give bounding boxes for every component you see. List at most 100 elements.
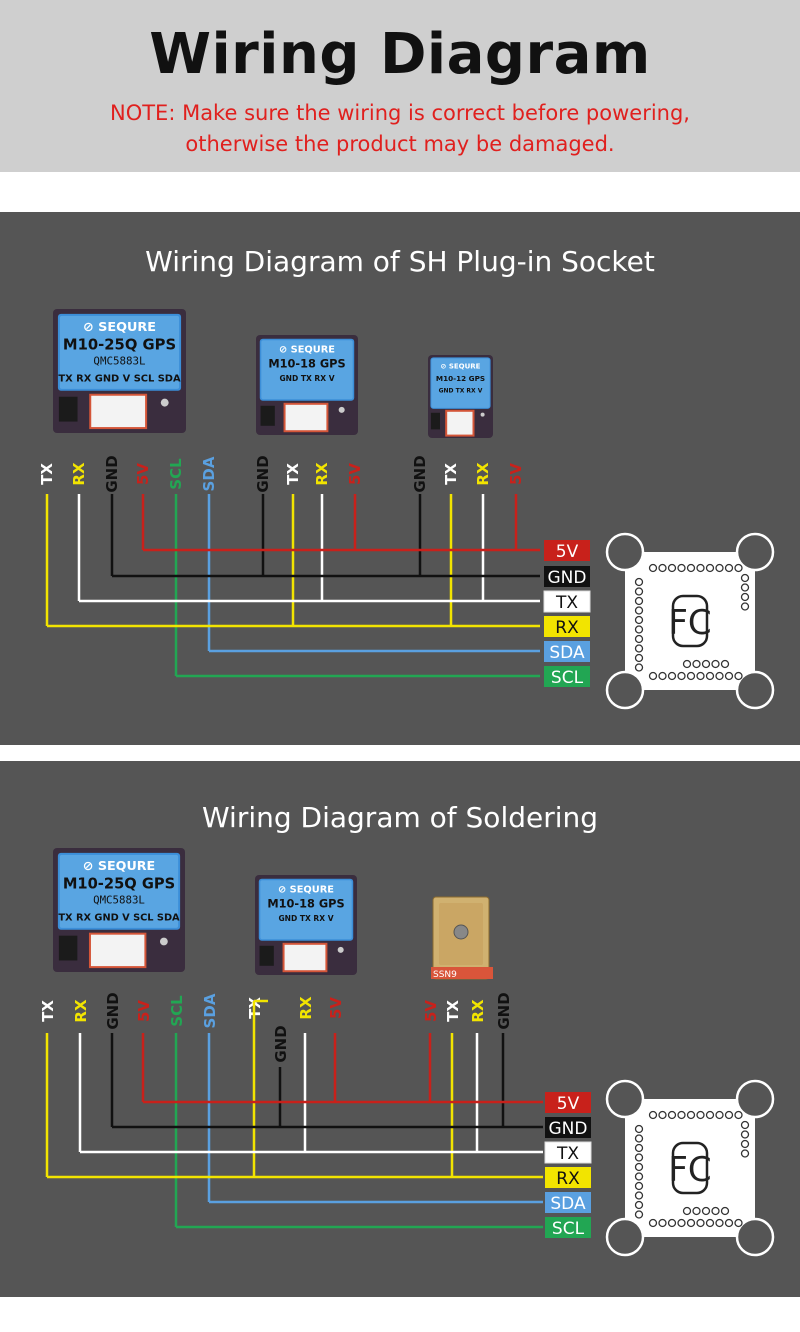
fc-pad	[740, 1139, 750, 1149]
fc-pad	[648, 1110, 658, 1120]
fc-pad	[634, 1181, 644, 1191]
gps-pin-text: TX RX GND V SCL SDA	[58, 913, 180, 924]
fc-pad	[677, 671, 686, 681]
fc-label-box	[671, 1141, 709, 1195]
fc-pad	[634, 1172, 644, 1181]
gps-label-shine	[261, 340, 353, 400]
gps-brand-text: ⊘ SEQURE	[279, 344, 335, 355]
fc-mount-hole-4	[735, 1217, 775, 1257]
panel1-bus-label-scl: SCL	[544, 666, 590, 688]
gps-module-label	[258, 878, 354, 941]
panel2-wire-label-9: 5V	[327, 997, 345, 1019]
warning-note-line-1: NOTE: Make sure the wiring is correct be…	[109, 101, 690, 125]
fc-mount-hole-2	[735, 532, 775, 572]
bus-label-bg	[545, 1217, 591, 1238]
bus-label-text: GND	[549, 1119, 588, 1139]
fc-mount-hole-1	[605, 532, 645, 572]
fc-pad	[740, 1130, 750, 1139]
bus-label-text: 5V	[557, 1094, 580, 1114]
fc-pad	[667, 1218, 677, 1228]
bus-label-text: SDA	[549, 643, 585, 663]
panel2-wire-label-8: RX	[297, 996, 315, 1020]
socket-wiring-panel: Wiring Diagram of SH Plug-in Socket ⊘ SE…	[0, 212, 800, 745]
panel1-bus-label-sda: SDA	[544, 641, 590, 663]
fc-pad	[740, 1149, 750, 1158]
bus-label-text: RX	[555, 618, 579, 638]
panel1-wire-label-7: GND	[254, 455, 272, 492]
fc-pad	[724, 1110, 734, 1120]
fc-label: FC	[668, 1150, 711, 1190]
fc-pad	[634, 615, 644, 625]
panel2-wire-label-10: GND	[272, 1025, 290, 1062]
gps-led	[159, 937, 168, 946]
bus-label-text: GND	[548, 568, 587, 588]
gps-module-label	[57, 313, 182, 391]
gps-led	[480, 412, 485, 417]
patch-solder-pads	[431, 967, 493, 979]
gps-model-text: M10-25Q GPS	[63, 336, 176, 353]
fc-pad	[667, 1110, 677, 1120]
fc-pad	[740, 602, 750, 611]
bus-label-bg	[544, 666, 590, 687]
panel2-bus-label-rx: RX	[545, 1167, 591, 1189]
panel2-wire-label-4: 5V	[135, 1000, 153, 1022]
fc-pad	[634, 1162, 644, 1172]
fc-pad	[740, 583, 750, 592]
fc-pad	[734, 1110, 743, 1120]
gps-pin-text: TX RX GND V SCL SDA	[58, 374, 181, 385]
fc-pad	[634, 596, 644, 606]
gps-connector	[282, 942, 328, 973]
fc-pad	[715, 563, 724, 573]
fc-pad	[686, 1110, 696, 1120]
fc-pad	[648, 1218, 658, 1228]
soldering-panel-title: Wiring Diagram of Soldering	[201, 801, 599, 834]
fc-label: FC	[668, 603, 711, 643]
bus-label-bg	[544, 1141, 592, 1164]
fc-pad	[705, 671, 715, 681]
fc-pad	[692, 1206, 701, 1216]
warning-note: NOTE: Make sure the wiring is correct be…	[0, 98, 800, 160]
panel2-wire-label-12: TX	[444, 1000, 462, 1022]
panel2-bus-label-gnd: GND	[545, 1117, 591, 1139]
fc-pad	[734, 563, 743, 573]
gps-pin-text: GND TX RX V	[439, 387, 483, 394]
fc-pad	[734, 671, 743, 681]
fc-pad	[705, 1110, 715, 1120]
fc-pad	[682, 659, 692, 669]
fc-pad	[734, 1218, 743, 1228]
panel1-wire-label-11: GND	[411, 455, 429, 492]
gps-brand-text: ⊘ SEQURE	[278, 884, 334, 895]
fc-pad	[677, 1218, 686, 1228]
fc-pad	[634, 634, 644, 644]
gps-led	[160, 398, 169, 407]
bus-label-text: SCL	[552, 1219, 585, 1239]
gps-chip	[259, 945, 274, 966]
panel2-bus-label-tx: TX	[544, 1141, 592, 1164]
panel1-bus-label-5v: 5V	[544, 540, 590, 562]
fc-pad	[740, 573, 750, 583]
fc-pad	[720, 659, 730, 669]
fc-pad	[667, 563, 677, 573]
panel1-wire-label-1: TX	[38, 463, 56, 485]
gps-brand-text: ⊘ SEQURE	[83, 320, 156, 335]
gps-model-text: M10-18 GPS	[267, 896, 344, 910]
fc-pad	[686, 1218, 696, 1228]
gps-model-text: M10-25Q GPS	[63, 875, 175, 892]
fc-pad	[686, 563, 696, 573]
fc-label-box	[671, 594, 709, 648]
fc-pad	[634, 1210, 644, 1219]
bus-label-bg	[544, 641, 590, 662]
bus-label-bg	[544, 616, 590, 637]
gps-chip	[260, 405, 275, 426]
fc-pad	[634, 606, 644, 615]
panel2-wire-label-11: 5V	[422, 1000, 440, 1022]
bus-label-text: SCL	[551, 668, 584, 688]
gps-connector	[88, 932, 147, 969]
panel2-wire-label-3: GND	[104, 992, 122, 1029]
fc-pad	[634, 625, 644, 634]
panel1-wire-label-9: RX	[313, 462, 331, 486]
